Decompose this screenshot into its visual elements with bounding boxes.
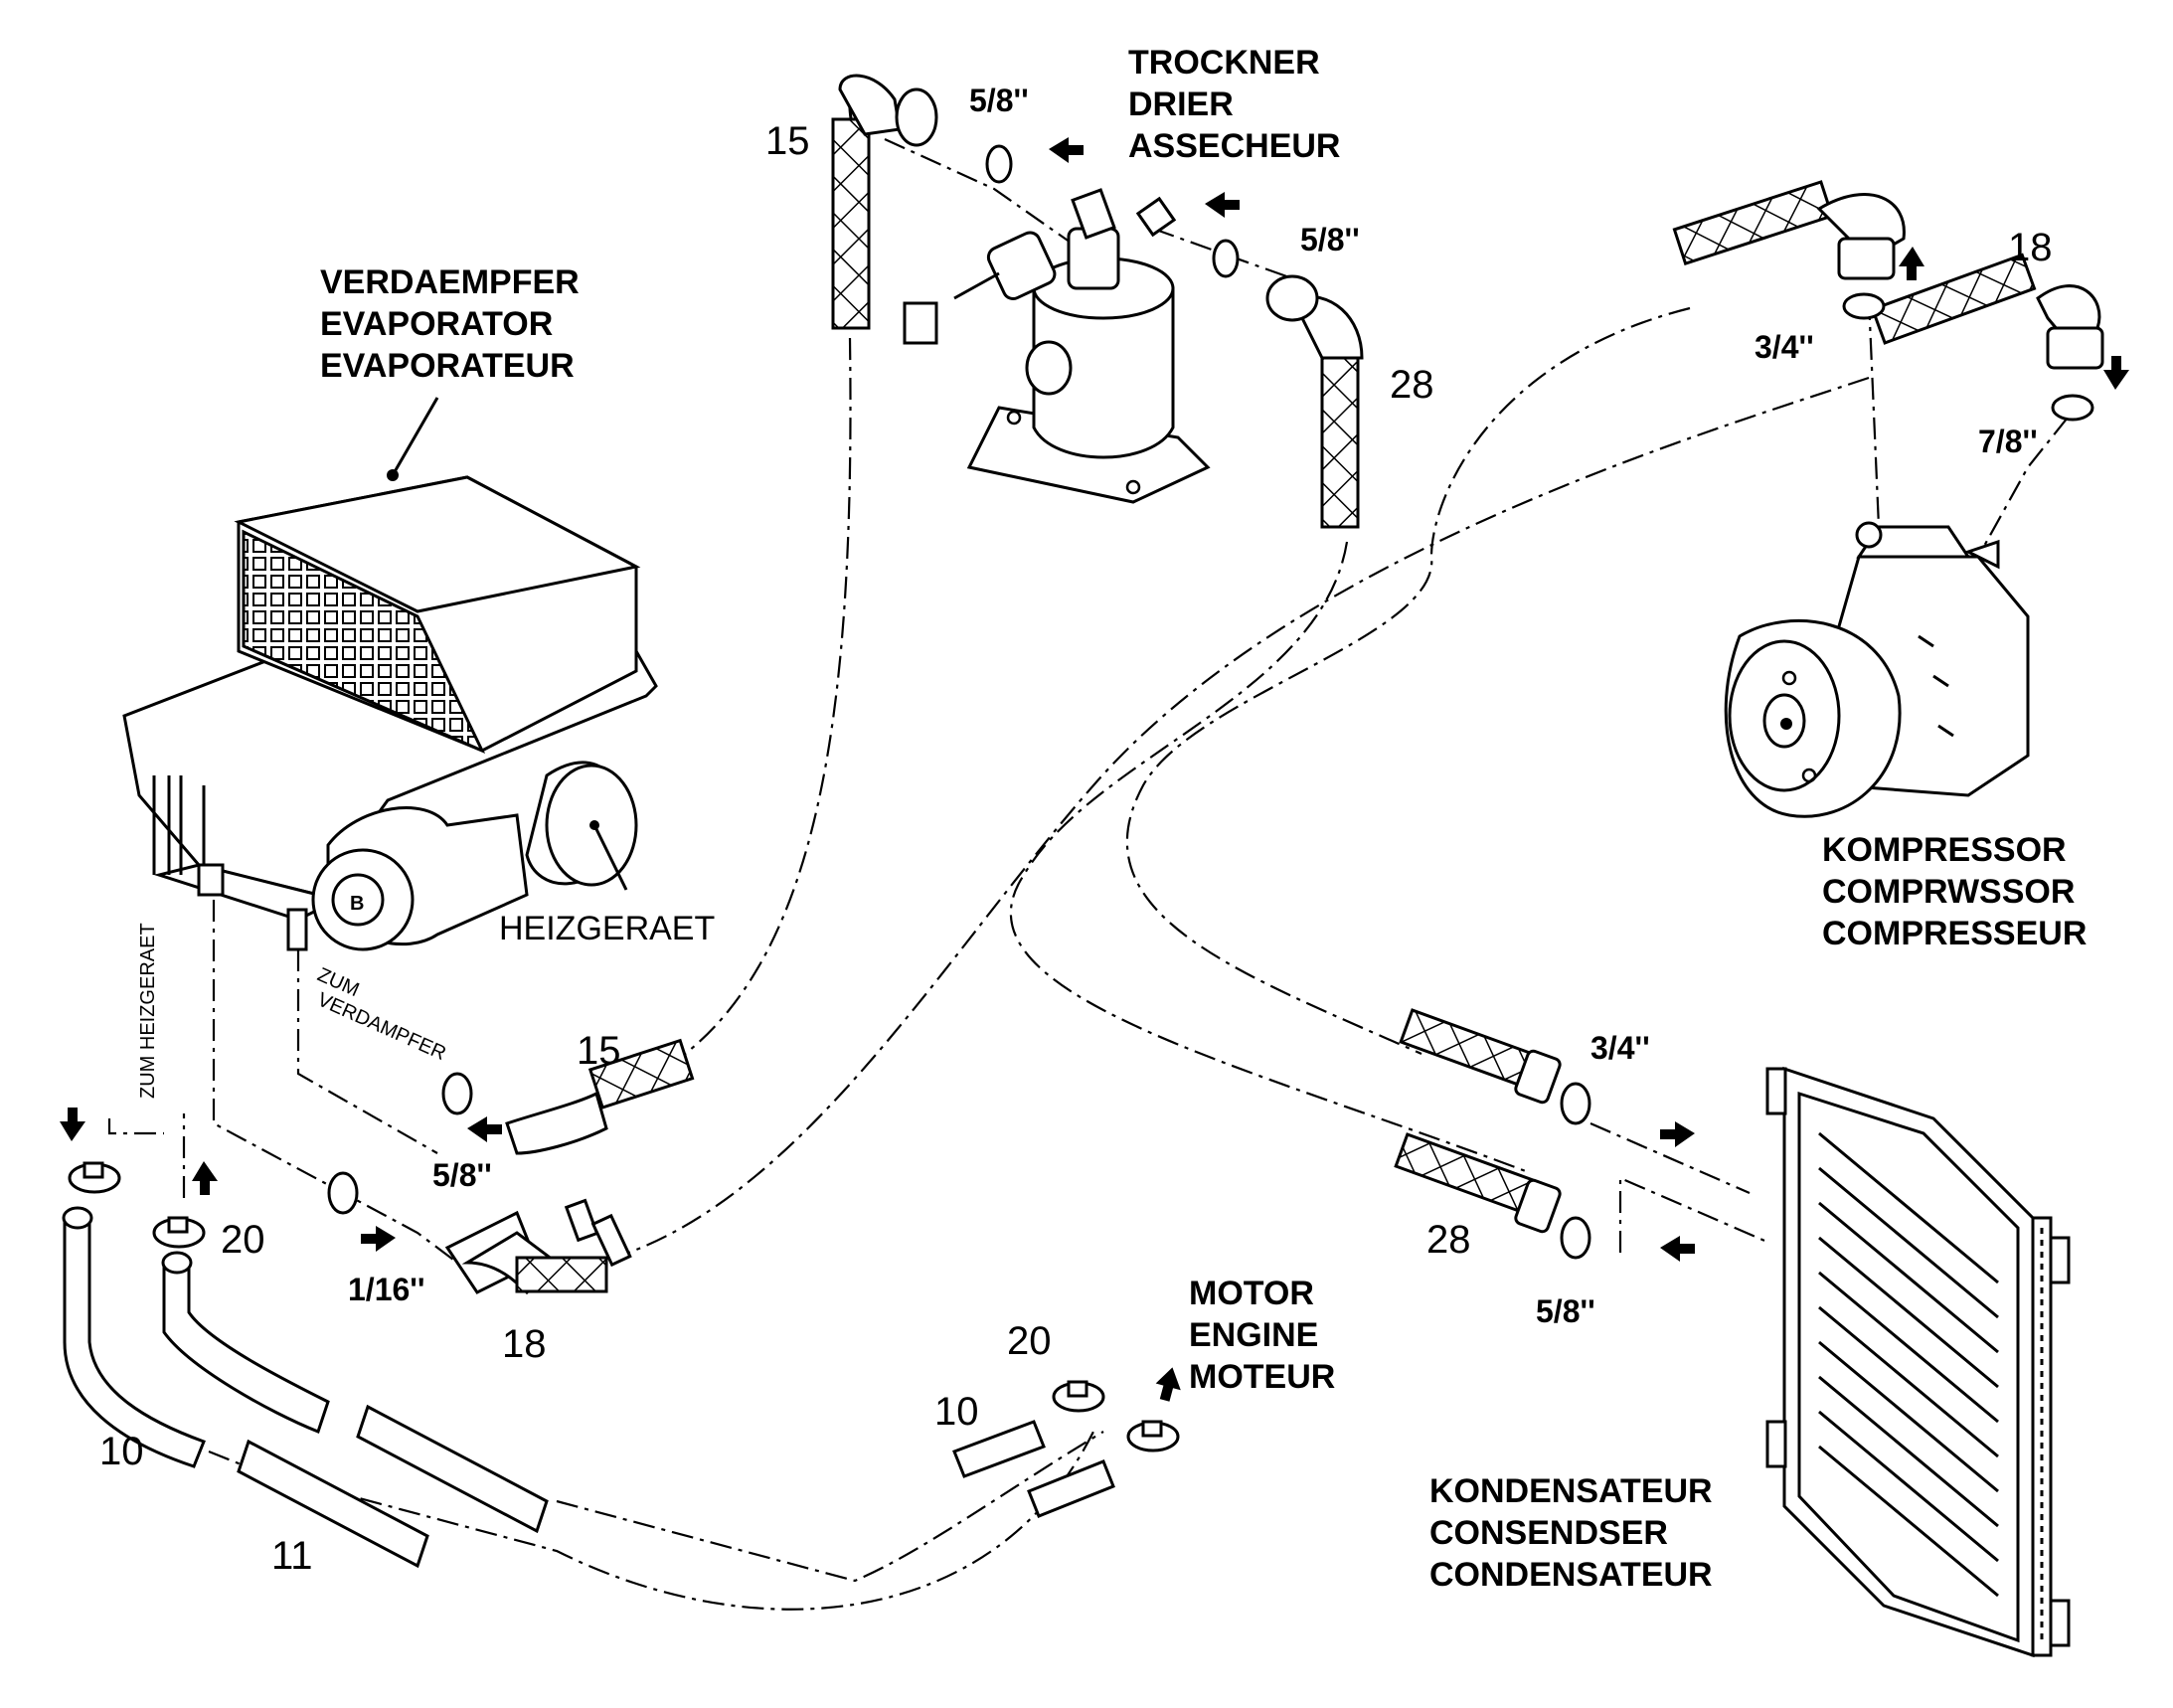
compressor-label-2: COMPRWSSOR [1822, 873, 2075, 911]
engine-label-3: MOTEUR [1189, 1358, 1335, 1396]
fitting-size-cond-bottom: 5/8'' [1536, 1293, 1595, 1329]
evaporator-label-3: EVAPORATEUR [320, 347, 575, 385]
condenser-label-1: KONDENSATEUR [1429, 1472, 1713, 1510]
hose-18-mid [444, 1198, 632, 1295]
hose-15-mid [505, 1038, 695, 1155]
compressor-label-3: COMPRESSEUR [1822, 915, 2087, 952]
part-number-28-top: 28 [1390, 363, 1434, 407]
engine-label-2: ENGINE [1189, 1316, 1318, 1354]
fitting-size-drier-in: 5/8'' [969, 83, 1029, 118]
heater-label: HEIZGERAET [499, 910, 715, 947]
to-evaporator-label-2: VERDAMPFER [314, 988, 449, 1065]
part-number-15-top: 15 [765, 119, 810, 163]
hose-condenser-top [1399, 1008, 1562, 1105]
o-rings [327, 144, 2094, 1260]
part-number-20-right: 20 [1007, 1319, 1052, 1363]
fitting-size-drier-out: 5/8'' [1300, 222, 1360, 257]
connection-lines [107, 137, 2069, 1611]
drier-label-1: TROCKNER [1128, 44, 1320, 82]
clamp-right-1 [1052, 1380, 1105, 1413]
part-number-20-left: 20 [221, 1218, 265, 1262]
condenser-unit [1765, 1066, 2071, 1658]
part-number-10-left: 10 [99, 1430, 144, 1473]
drier-unit [903, 188, 1211, 504]
fitting-size-comp-discharge: 7/8'' [1978, 424, 2038, 459]
hose-15-top [831, 74, 938, 330]
evaporator-label-1: VERDAEMPFER [320, 263, 580, 301]
part-number-10-right: 10 [934, 1390, 979, 1434]
svg-text:B: B [350, 893, 364, 915]
fitting-size-cond-top: 3/4'' [1590, 1030, 1650, 1066]
hose-28-condenser [1394, 1132, 1562, 1234]
part-number-15-mid: 15 [577, 1029, 621, 1073]
clamp-right-2 [1126, 1420, 1180, 1452]
part-number-11: 11 [271, 1534, 313, 1578]
evaporator-label-2: EVAPORATOR [320, 305, 553, 343]
clamp-left-2 [152, 1216, 206, 1249]
part-number-18-mid: 18 [502, 1322, 547, 1366]
clamp-left-1 [68, 1161, 121, 1194]
hose-28-top [1265, 274, 1364, 529]
part-number-28-right: 28 [1426, 1218, 1471, 1262]
condenser-label-2: CONSENDSER [1429, 1514, 1668, 1552]
fitting-size-comp-suction: 3/4'' [1755, 329, 1814, 365]
condenser-label-3: CONDENSATEUR [1429, 1556, 1713, 1594]
evaporator-unit: B [122, 397, 658, 951]
to-heater-label: ZUM HEIZGERAET [137, 923, 159, 1099]
compressor-label-1: KOMPRESSOR [1822, 831, 2067, 869]
fitting-size-evap-in: 5/8'' [432, 1157, 492, 1193]
part-number-18-top: 18 [2008, 226, 2053, 269]
drier-label-2: DRIER [1128, 85, 1234, 123]
hose-compressor-suction [1672, 180, 1906, 280]
engine-label-1: MOTOR [1189, 1275, 1314, 1312]
hose-18-top [1870, 253, 2104, 370]
fitting-size-evap-out: 1/16'' [348, 1272, 425, 1307]
coolant-hoses [62, 1206, 1115, 1569]
flow-arrows [60, 137, 2129, 1402]
compressor-unit [1724, 521, 2030, 818]
drier-label-3: ASSECHEUR [1128, 127, 1340, 165]
